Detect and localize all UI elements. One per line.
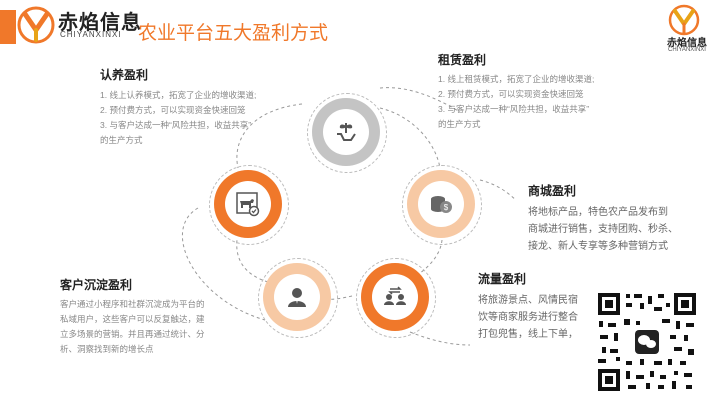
lease-line: 1. 线上租赁模式，拓宽了企业的增收渠道; — [438, 74, 595, 84]
adoption-desc: 1. 线上认养模式，拓宽了企业的增收渠道; 2. 预付费方式，可以实现资金快速回… — [100, 88, 256, 148]
mall-line: 将地标产品，特色农产品发布到 — [528, 207, 668, 218]
lease-title: 租赁盈利 — [438, 53, 487, 67]
lease-line: 3. 与客户达成一种“风险共担，收益共享” — [438, 104, 590, 114]
adoption-line: 2. 预付费方式，可以实现资金快速回笼 — [100, 105, 246, 115]
lease-desc: 1. 线上租赁模式，拓宽了企业的增收渠道; 2. 预付费方式，可以实现资金快速回… — [438, 72, 594, 132]
lease-ring — [307, 93, 387, 173]
qr-code[interactable] — [596, 291, 698, 393]
traffic-line: 将旅游景点、风情民宿 — [478, 295, 578, 306]
page-title: 农业平台五大盈利方式 — [138, 23, 329, 44]
adoption-ring — [209, 165, 289, 245]
traffic-title: 流量盈利 — [478, 272, 527, 286]
retention-title: 客户沉淀盈利 — [60, 278, 133, 292]
adoption-title: 认养盈利 — [100, 68, 149, 82]
adoption-line: 1. 线上认养模式，拓宽了企业的增收渠道; — [100, 90, 257, 100]
traffic-line: 饮等商家服务进行整合 — [478, 312, 578, 323]
lease-line: 2. 预付费方式，可以实现资金快速回笼 — [438, 89, 584, 99]
coins-icon: $ — [431, 196, 452, 213]
mall-line: 接龙、新人专享等多种营销方式 — [528, 241, 668, 252]
traffic-desc: 将旅游景点、风情民宿 饮等商家服务进行整合 打包兜售，线上下单， — [478, 292, 578, 343]
livestock-icon — [236, 192, 260, 217]
hand-sprout-icon — [337, 123, 356, 141]
adoption-line: 的生产方式 — [100, 135, 143, 145]
person-icon — [288, 288, 306, 307]
qr-code-icon — [596, 291, 698, 393]
lease-line: 的生产方式 — [438, 119, 481, 129]
retention-line: 客户通过小程序和社群沉淀成为平台的 — [60, 299, 205, 309]
header-accent-bar — [0, 10, 16, 44]
retention-ring — [258, 258, 338, 338]
traffic-line: 打包兜售，线上下单， — [478, 329, 578, 340]
retention-desc: 客户通过小程序和社群沉淀成为平台的 私域用户，这些客户可以反复触达，建 立多场景… — [60, 297, 205, 357]
brand-name: 赤焰信息 — [58, 12, 142, 34]
mall-line: 商城进行销售，支持团购、秒杀、 — [528, 224, 678, 235]
brand-logo-icon — [17, 6, 55, 44]
traffic-ring — [356, 258, 436, 338]
traffic-circle-inner — [372, 274, 418, 320]
mall-desc: 将地标产品，特色农产品发布到 商城进行销售，支持团购、秒杀、 接龙、新人专享等多… — [528, 204, 678, 255]
mall-title: 商城盈利 — [528, 184, 577, 198]
right-logo-icon — [668, 4, 700, 36]
retention-line: 析、洞察找到新的增长点 — [60, 344, 154, 354]
retention-line: 私域用户，这些客户可以反复触达，建 — [60, 314, 205, 324]
exchange-people-icon — [384, 286, 406, 305]
retention-line: 立多场景的营销。并且再通过统计、分 — [60, 329, 205, 339]
adoption-line: 3. 与客户达成一种“风险共担，收益共享” — [100, 120, 252, 130]
mall-ring — [402, 165, 482, 245]
right-logo-name: 赤焰信息 — [667, 38, 707, 49]
svg-text:$: $ — [444, 203, 449, 212]
brand-name-en: CHIYANXINXI — [60, 30, 122, 39]
right-logo-name-en: CHIYANXINXI — [668, 47, 706, 53]
